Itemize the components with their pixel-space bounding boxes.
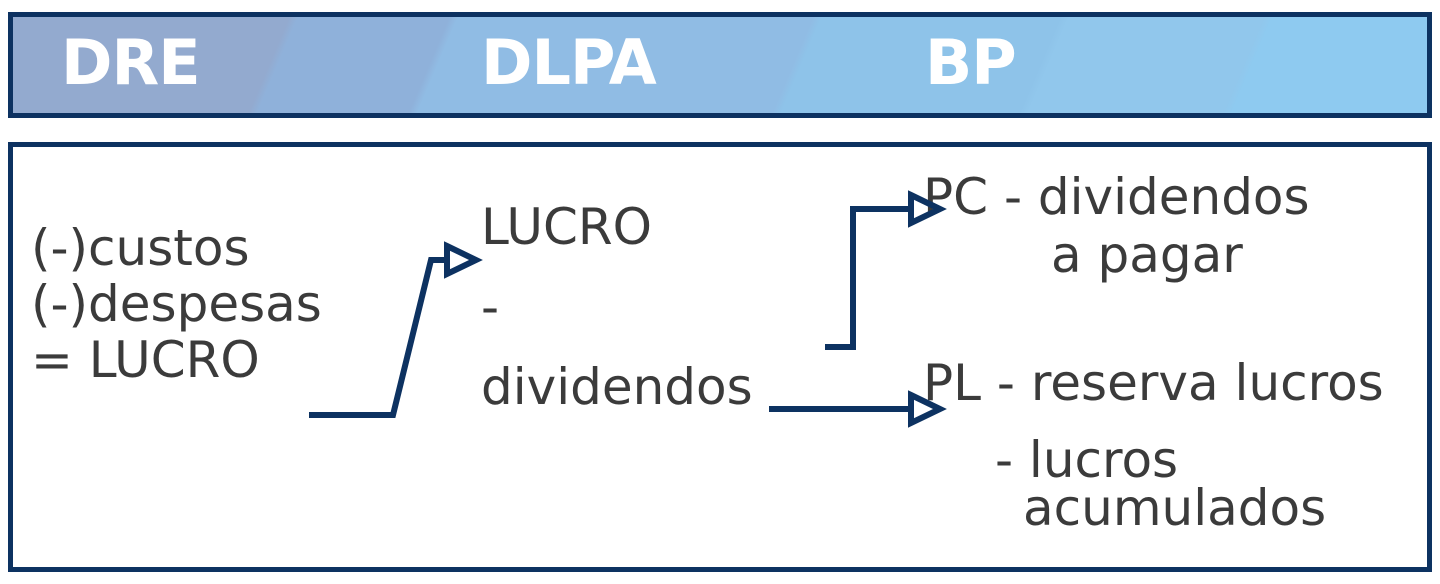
bp-pc-line-2: a pagar: [1051, 226, 1243, 284]
header-banner: DRE DLPA BP: [8, 12, 1432, 118]
dlpa-operator-minus: -: [481, 278, 500, 336]
bp-pl-line-2: - lucros: [995, 431, 1179, 489]
header-label-dre: DRE: [61, 26, 201, 99]
bp-pc-line-1: PC - dividendos: [923, 168, 1310, 226]
dre-column: (-)custos (-)despesas = LUCRO: [31, 220, 322, 388]
connector-dlpa-to-pl-arrow: [769, 390, 947, 428]
diagram-body-box: (-)custos (-)despesas = LUCRO LUCRO - di…: [8, 142, 1432, 572]
dre-line-lucro: = LUCRO: [31, 331, 260, 389]
dre-line-custos: (-)custos: [31, 219, 250, 277]
header-label-dlpa: DLPA: [481, 26, 657, 99]
dlpa-result-lucro: LUCRO: [481, 198, 652, 256]
dre-line-despesas: (-)despesas: [31, 275, 322, 333]
connector-dre-to-dlpa-arrow: [309, 241, 483, 418]
dlpa-deduction-dividendos: dividendos: [481, 358, 753, 416]
bp-pl-line-1: PL - reserva lucros: [923, 354, 1384, 412]
header-label-bp: BP: [925, 26, 1017, 99]
bp-pl-line-3: acumulados: [1023, 479, 1327, 537]
